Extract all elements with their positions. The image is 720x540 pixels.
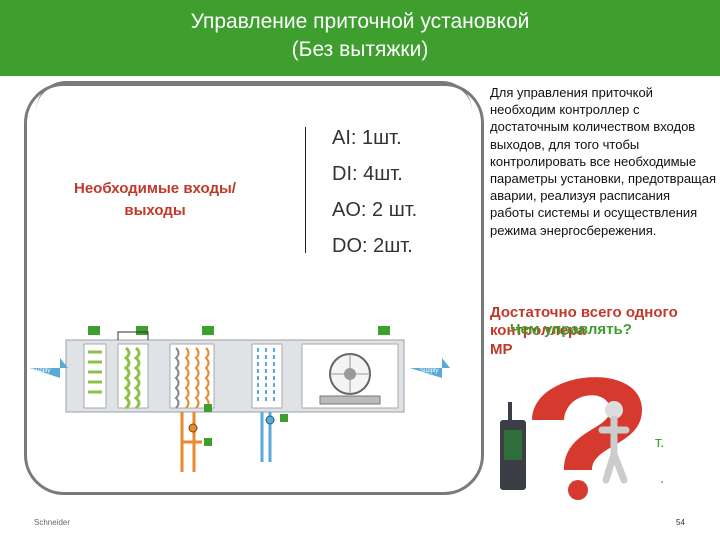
- note-what-to-control: Чем управлять?: [510, 321, 632, 338]
- io-label: Необходимые входы/выходы: [74, 180, 236, 219]
- truncated-text-2: .: [660, 470, 665, 487]
- air-handling-unit-diagram: Supply Supply: [30, 326, 450, 472]
- heater-coil-icon: [174, 347, 180, 409]
- io-item-do: DO: 2шт.: [332, 235, 413, 257]
- figure-body: [598, 415, 630, 484]
- divider-line: [305, 127, 306, 253]
- io-list: AI: 1шт. DI: 4шт. AO: 2 шт. DO: 2шт.: [332, 120, 417, 264]
- damper-icon: [88, 350, 102, 394]
- supply-out-label: Supply: [420, 368, 438, 374]
- page-number: 54: [676, 518, 685, 527]
- io-item-ai: AI: 1шт.: [332, 127, 402, 149]
- damper-section: [83, 343, 107, 409]
- supply-in-label: Supply: [32, 368, 50, 374]
- note-sufficient-controller: Достаточно всего одного контроллера: [490, 304, 678, 339]
- description-text: Для управления приточкой необходим контр…: [490, 85, 717, 238]
- figure-head: [605, 401, 623, 419]
- sensor-tag: [378, 326, 390, 335]
- sensor-tag: [88, 326, 100, 335]
- supply-in-arrow: [30, 358, 68, 378]
- footer-brand: Schneider: [34, 518, 71, 527]
- io-item-ao: AO: 2 шт.: [332, 199, 418, 221]
- title-line-2: (Без вытяжки): [291, 38, 429, 61]
- title-line-1: Управление приточной установкой: [190, 10, 530, 33]
- title-bar: Управление приточной установкой (Без выт…: [0, 0, 720, 76]
- cooler-coil-icon: [257, 348, 275, 404]
- content-frame-inner-edge: [36, 81, 472, 124]
- note-mp: MP: [490, 341, 513, 358]
- filter-section: [117, 343, 149, 409]
- truncated-text-1: т.: [655, 434, 665, 451]
- question-mark-figure: [500, 377, 642, 500]
- filter-icon: [123, 346, 131, 410]
- supply-out-arrow: [410, 358, 450, 378]
- sensor-tag: [202, 326, 214, 335]
- sensor-tag: [136, 326, 148, 335]
- io-item-di: DI: 4шт.: [332, 163, 403, 185]
- heater-pipes: [180, 412, 202, 472]
- question-mark-icon: [532, 377, 642, 470]
- content-frame: [24, 83, 484, 495]
